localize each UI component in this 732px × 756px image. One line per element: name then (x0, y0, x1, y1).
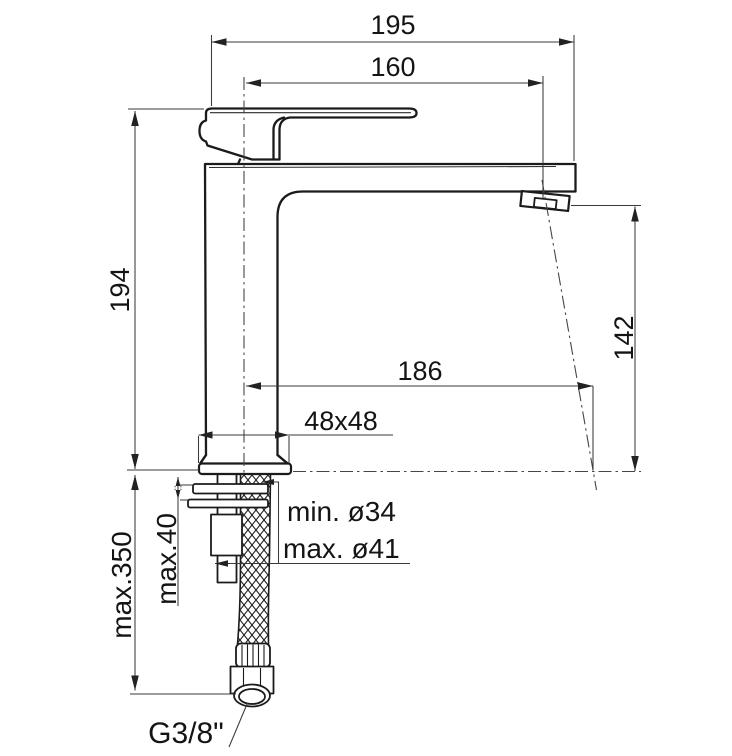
dimension-spout-reach: 160 (246, 52, 544, 198)
dim-label-195: 195 (370, 10, 415, 40)
dim-160-lines (246, 76, 544, 198)
callout-thread: G3/8" (148, 702, 248, 750)
connector-nut (229, 642, 275, 708)
callout-hole-diameter: min. ø34 max. ø41 (215, 479, 410, 567)
dimension-total-width: 195 (210, 10, 575, 161)
dimension-hose-length: max.350 (106, 475, 236, 695)
dimension-body-height: 194 (105, 108, 204, 469)
dim-label-194: 194 (105, 267, 135, 312)
fixing-sleeve (210, 513, 243, 557)
horseshoe-washer (192, 483, 269, 495)
dimension-outlet-height: 142 (571, 204, 641, 471)
spout-top-accent (208, 165, 557, 169)
spout-and-column (199, 162, 577, 465)
nut-opening-inner (238, 688, 266, 705)
dim-label-186: 186 (397, 356, 442, 386)
mounting-hardware (187, 453, 293, 584)
dim-142-lines (571, 204, 641, 471)
nut-facets (242, 668, 262, 688)
centerlines (127, 77, 641, 491)
base-plate (197, 462, 293, 476)
clamp-washer (187, 498, 269, 509)
label-hole-min: min. ø34 (287, 496, 396, 527)
label-thread: G3/8" (148, 717, 224, 750)
dim-350-lines (130, 475, 236, 695)
dim-label-160: 160 (370, 52, 415, 82)
dim-194-lines (128, 108, 204, 469)
base-skirt (199, 453, 289, 465)
dim-label-max40: max.40 (151, 513, 182, 605)
dim-186-lines (246, 385, 594, 470)
label-hole-max: max. ø41 (283, 533, 400, 564)
dimension-base-plate: 48x48 (197, 406, 393, 463)
handle-stem (272, 116, 292, 161)
dim-label-48x48: 48x48 (304, 406, 378, 436)
thread-leader-line (228, 702, 248, 748)
faucet-body (198, 107, 577, 465)
ferrule-ribs (241, 644, 265, 668)
dim-label-max350: max.350 (106, 531, 137, 638)
water-stream-line (541, 179, 598, 491)
dimension-stream-reach: 186 (246, 356, 594, 470)
dim-40-arrows (174, 477, 182, 499)
aerator (519, 189, 571, 213)
dim-195-lines (210, 35, 575, 161)
dim-48-lines (197, 434, 393, 463)
handle-body (198, 111, 281, 166)
dimension-counter-thickness: max.40 (151, 477, 193, 606)
handle-lever (204, 107, 418, 119)
dim-label-142: 142 (609, 315, 639, 360)
